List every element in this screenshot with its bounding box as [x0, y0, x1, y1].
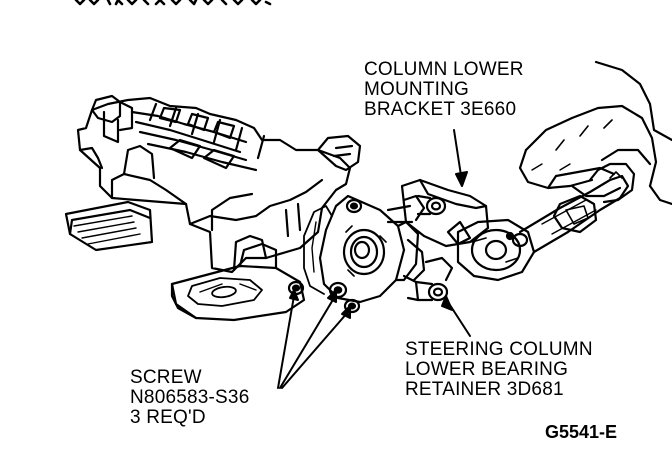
screw-arrowhead-1 — [289, 289, 299, 301]
column-lower-mounting-bracket — [386, 178, 490, 302]
screw-leader-1 — [277, 295, 295, 389]
callout-steering-column-lower-bearing-retainer: STEERING COLUMN LOWER BEARING RETAINER 3… — [405, 340, 593, 400]
technician-hand — [518, 60, 672, 206]
callout-line: SCREW — [130, 367, 202, 388]
bracket-arrowhead — [455, 171, 468, 187]
left-flange-tab — [64, 200, 154, 252]
screw-arrowhead-2 — [327, 289, 337, 303]
callout-line: LOWER BEARING — [405, 359, 569, 380]
retainer-arrowhead — [441, 295, 453, 311]
steering-column-housing — [76, 94, 362, 274]
cropped-header-fragment — [74, 0, 272, 6]
screw-top — [345, 198, 363, 214]
screw-leader-3 — [281, 311, 349, 389]
retainer-screws — [287, 198, 363, 314]
callout-line: RETAINER 3D681 — [405, 379, 564, 400]
callout-screw: SCREW N806583-S36 3 REQ'D — [130, 368, 249, 428]
lower-mounting-foot — [170, 242, 306, 322]
screw-arrowhead-3 — [341, 305, 351, 319]
bracket-bushing-lower — [402, 274, 449, 302]
bracket-bushing-upper — [416, 194, 447, 216]
callout-column-lower-mounting-bracket: COLUMN LOWER MOUNTING BRACKET 3E660 — [364, 60, 524, 120]
callout-line: MOUNTING — [364, 79, 470, 100]
leader-lines — [277, 129, 471, 389]
screw-leader-2 — [279, 297, 335, 389]
ratchet-wrench — [446, 174, 630, 282]
callout-line: STEERING COLUMN — [405, 339, 593, 360]
callout-line: N806583-S36 — [130, 387, 250, 408]
callout-line: BRACKET 3E660 — [364, 99, 517, 120]
figure-code: G5541-E — [545, 422, 618, 442]
callout-line: COLUMN LOWER — [364, 59, 524, 80]
callout-line: 3 REQ'D — [130, 407, 206, 428]
